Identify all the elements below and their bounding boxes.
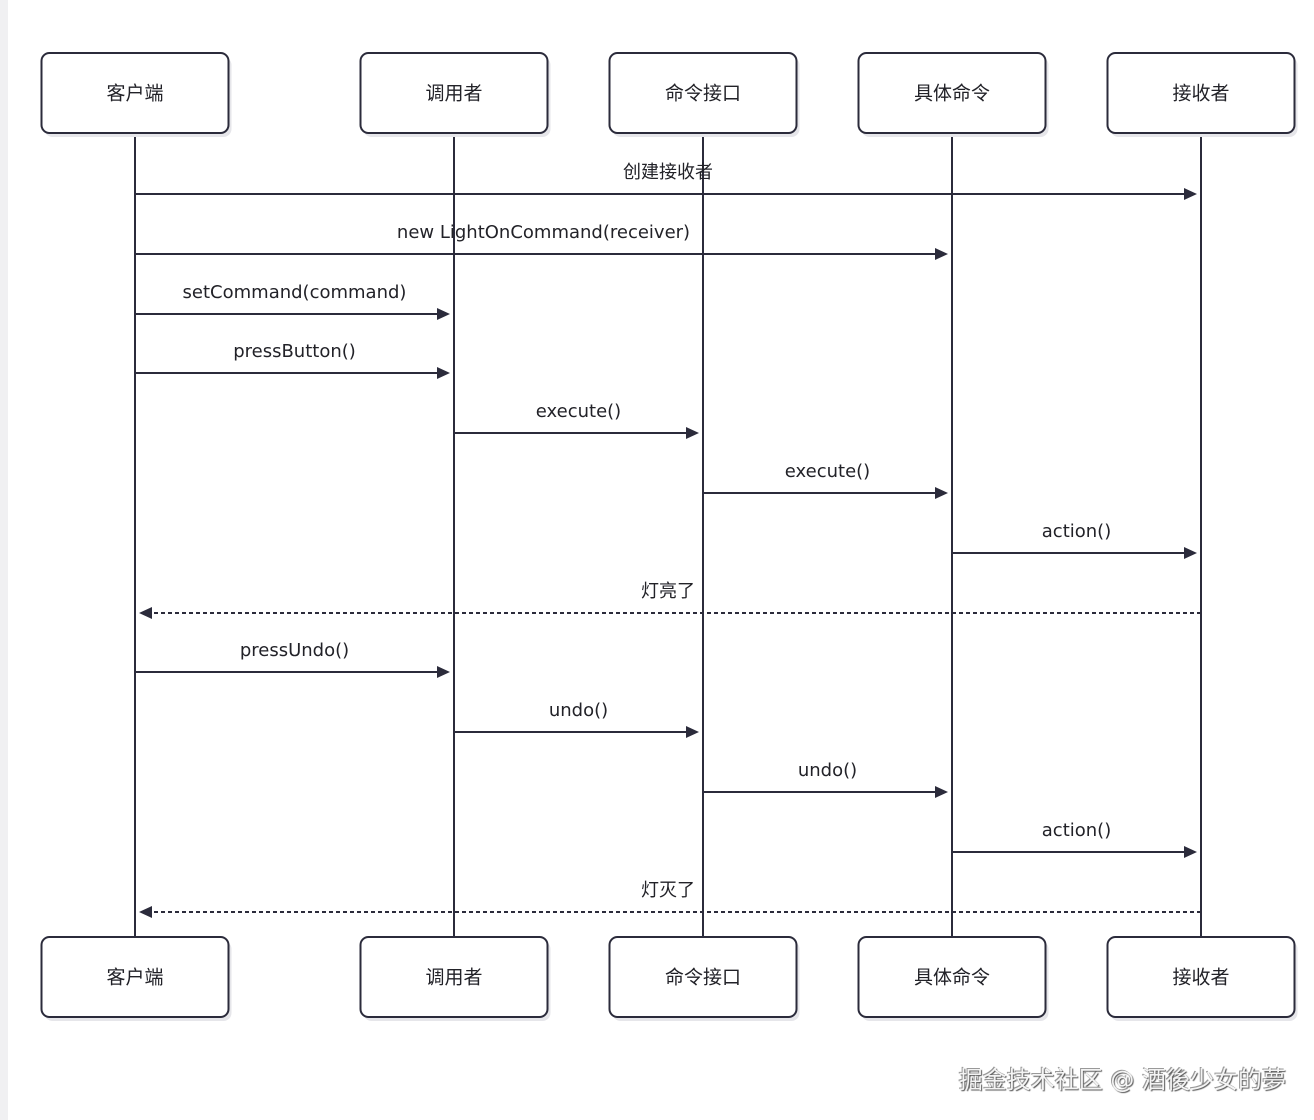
arrowhead-icon xyxy=(437,666,450,678)
message-label: execute() xyxy=(536,401,621,422)
arrowhead-icon xyxy=(686,427,699,439)
message-1: 创建接收者 xyxy=(135,162,1197,200)
participant-label: 客户端 xyxy=(106,83,163,105)
message-11: undo() xyxy=(703,760,948,798)
message-label: pressUndo() xyxy=(240,640,349,661)
participant-invoker-bottom: 调用者 xyxy=(359,936,551,1021)
participant-label: 具体命令 xyxy=(914,967,990,989)
participant-box xyxy=(359,936,549,1018)
message-label: undo() xyxy=(798,760,857,781)
participant-concrete-bottom: 具体命令 xyxy=(857,936,1049,1021)
participant-label: 具体命令 xyxy=(914,83,990,105)
left-edge-strip xyxy=(0,0,8,1120)
participant-client-top: 客户端 xyxy=(40,52,232,137)
message-13: 灯灭了 xyxy=(139,880,1201,918)
message-8: 灯亮了 xyxy=(139,581,1201,619)
arrowhead-icon xyxy=(1184,846,1197,858)
message-10: undo() xyxy=(454,700,699,738)
participant-concrete-top: 具体命令 xyxy=(857,52,1049,137)
participant-receiver-bottom: 接收者 xyxy=(1106,936,1298,1021)
participant-box xyxy=(40,936,230,1018)
participant-box xyxy=(857,936,1047,1018)
participant-label: 接收者 xyxy=(1172,83,1229,105)
message-2: new LightOnCommand(receiver) xyxy=(135,222,948,260)
participant-label: 接收者 xyxy=(1172,967,1229,989)
participant-box xyxy=(608,52,798,134)
message-4: pressButton() xyxy=(135,341,450,379)
participant-box xyxy=(1106,936,1296,1018)
arrowhead-icon xyxy=(686,726,699,738)
message-7: action() xyxy=(952,521,1197,559)
participant-label: 客户端 xyxy=(106,967,163,989)
message-12: action() xyxy=(952,820,1197,858)
message-5: execute() xyxy=(454,401,699,439)
message-3: setCommand(command) xyxy=(135,282,450,320)
participant-label: 命令接口 xyxy=(665,83,741,105)
message-label: setCommand(command) xyxy=(183,282,407,303)
participant-box xyxy=(359,52,549,134)
message-label: pressButton() xyxy=(233,341,356,362)
arrowhead-icon xyxy=(139,607,152,619)
participant-box xyxy=(857,52,1047,134)
participant-command-bottom: 命令接口 xyxy=(608,936,800,1021)
message-label: 灯灭了 xyxy=(641,880,695,901)
arrowhead-icon xyxy=(437,308,450,320)
participant-invoker-top: 调用者 xyxy=(359,52,551,137)
participant-box xyxy=(40,52,230,134)
message-label: undo() xyxy=(549,700,608,721)
arrowhead-icon xyxy=(1184,547,1197,559)
message-label: new LightOnCommand(receiver) xyxy=(397,222,690,243)
message-label: 创建接收者 xyxy=(623,162,713,183)
participant-label: 命令接口 xyxy=(665,967,741,989)
participant-receiver-top: 接收者 xyxy=(1106,52,1298,137)
arrowhead-icon xyxy=(139,906,152,918)
message-label: 灯亮了 xyxy=(641,581,695,602)
participant-box xyxy=(1106,52,1296,134)
participant-label: 调用者 xyxy=(425,967,482,989)
message-label: action() xyxy=(1042,820,1111,841)
participant-client-bottom: 客户端 xyxy=(40,936,232,1021)
message-label: action() xyxy=(1042,521,1111,542)
participant-box xyxy=(608,936,798,1018)
message-label: execute() xyxy=(785,461,870,482)
arrowhead-icon xyxy=(1184,188,1197,200)
watermark: 掘金技术社区 @ 酒後少女的夢 xyxy=(958,1066,1286,1094)
participant-label: 调用者 xyxy=(425,83,482,105)
message-9: pressUndo() xyxy=(135,640,450,678)
participant-command-top: 命令接口 xyxy=(608,52,800,137)
arrowhead-icon xyxy=(437,367,450,379)
message-6: execute() xyxy=(703,461,948,499)
arrowhead-icon xyxy=(935,248,948,260)
arrowhead-icon xyxy=(935,487,948,499)
arrowhead-icon xyxy=(935,786,948,798)
